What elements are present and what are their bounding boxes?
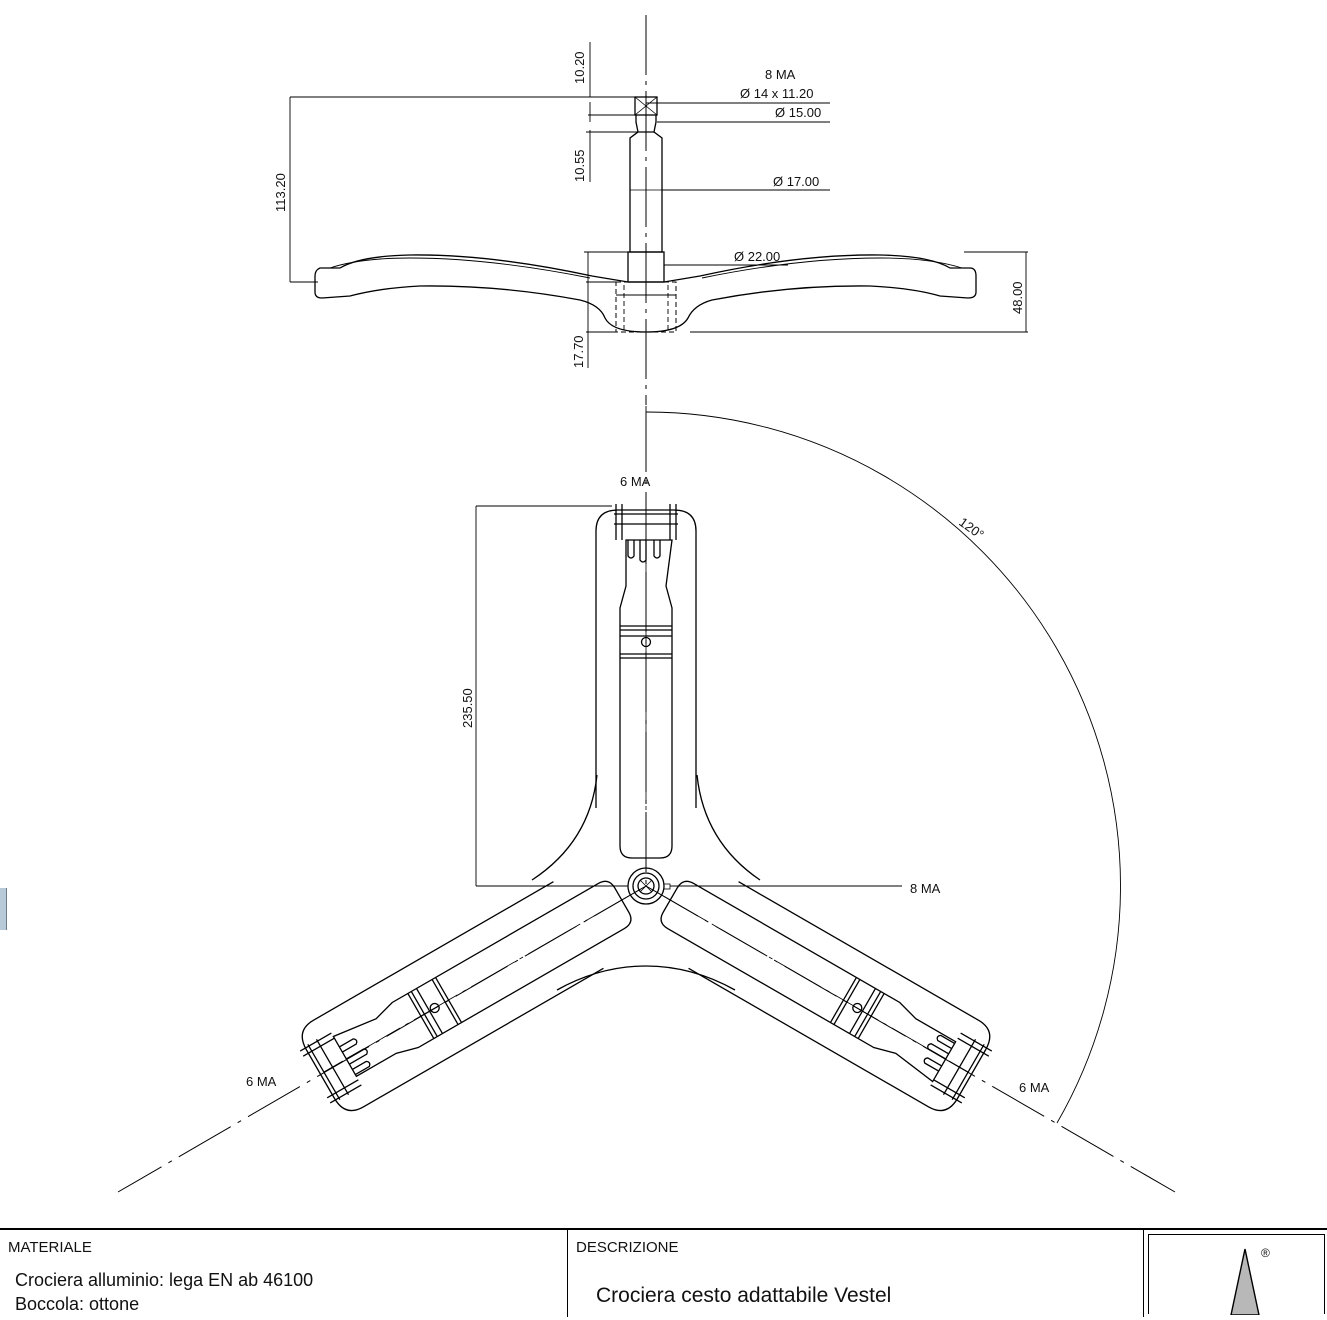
plan-view [117,406,1176,1193]
company-logo: ® [1230,1246,1270,1316]
logo-cell: ® [1144,1230,1327,1317]
side-marker [0,888,7,930]
dim-dia22: Ø 22.00 [734,249,780,264]
dim-8ma-center: 8 MA [910,881,941,896]
description-cell: DESCRIZIONE Crociera cesto adattabile Ve… [568,1230,1144,1317]
side-view [314,15,977,405]
technical-drawing: 10.20 8 MA Ø 14 x 11.20 Ø 15.00 10.55 11… [117,15,1176,1193]
dim-6ma-left: 6 MA [246,1074,277,1089]
material-cell: MATERIALE Crociera alluminio: lega EN ab… [0,1230,568,1317]
dim-8ma-top: 8 MA [765,67,796,82]
description-header: DESCRIZIONE [576,1239,679,1256]
material-line-2: Boccola: ottone [15,1294,140,1314]
description-text: Crociera cesto adattabile Vestel [596,1284,892,1307]
material-header: MATERIALE [8,1239,92,1256]
material-line-1: Crociera alluminio: lega EN ab 46100 [15,1270,314,1290]
dim-113-20: 113.20 [273,173,288,212]
dim-120-angle: 120° [956,514,987,542]
side-view-dimensions [289,42,1028,368]
logo-frame: ® [1148,1234,1325,1316]
dim-dia14: Ø 14 x 11.20 [740,86,813,101]
title-block: MATERIALE Crociera alluminio: lega EN ab… [0,1228,1327,1317]
dim-17-70: 17.70 [571,335,586,368]
dim-48: 48.00 [1010,281,1025,314]
dim-6ma-top: 6 MA [620,474,651,489]
dim-6ma-right: 6 MA [1019,1080,1050,1095]
dim-10-55: 10.55 [572,149,587,182]
registered-mark: ® [1261,1246,1270,1260]
dim-dia15: Ø 15.00 [775,105,821,120]
dim-10-20: 10.20 [572,51,587,84]
dim-dia17: Ø 17.00 [773,174,819,189]
dim-235-50: 235.50 [460,688,475,728]
